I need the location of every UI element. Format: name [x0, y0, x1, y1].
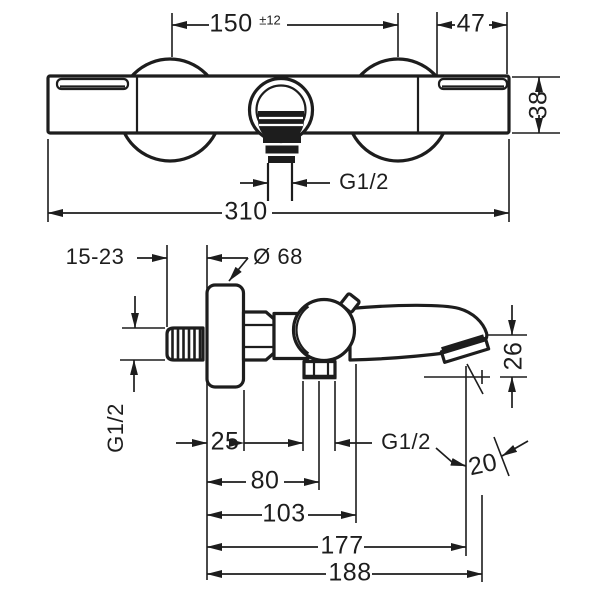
dim-26-label: 26: [499, 341, 528, 371]
aerator: [439, 334, 491, 364]
dim-177-label: 177: [320, 531, 364, 560]
dim-20: [435, 440, 529, 467]
dim-188-label: 188: [328, 558, 372, 587]
right-end-cap-slot: [437, 77, 509, 91]
dim-310-label: 310: [224, 197, 268, 226]
left-end-cap-slot: [55, 77, 130, 91]
side-view: [120, 245, 529, 582]
dim-103-label: 103: [262, 499, 306, 528]
dim-15-23-label: 15-23: [65, 244, 125, 269]
dim-20-label: 20: [465, 447, 500, 482]
spout-face-axis: [493, 436, 510, 477]
outlet-stub: [268, 156, 295, 163]
dim-g12-wall: [130, 296, 139, 392]
outlet-stub: [265, 145, 299, 154]
shower-outlet-thread-label: G1/2: [381, 429, 431, 454]
dim-25-label: 25: [210, 427, 240, 456]
wall-thread-label: G1/2: [103, 403, 128, 453]
spout-face-axis: [466, 363, 484, 395]
dim-150-tolerance-label: ±12: [259, 12, 281, 28]
outlet-stub: [263, 133, 301, 143]
handle-knob-ring: [295, 305, 310, 355]
handle-knob: [291, 297, 357, 363]
shower-outlet: [302, 359, 337, 380]
dim-dia-68: [206, 254, 249, 282]
wall-thread-hatch: [171, 329, 202, 359]
dim-47-label: 47: [456, 9, 486, 38]
dim-80-label: 80: [250, 466, 280, 495]
escutcheon-diameter-label: Ø 68: [253, 244, 303, 269]
dim-150-label: 150: [209, 9, 253, 38]
top-view: [46, 12, 560, 222]
dim-38-label: 38: [524, 90, 553, 120]
escutcheon: [205, 283, 246, 389]
outlet-thread-label: G1/2: [339, 169, 389, 194]
union-nut: [241, 310, 276, 362]
